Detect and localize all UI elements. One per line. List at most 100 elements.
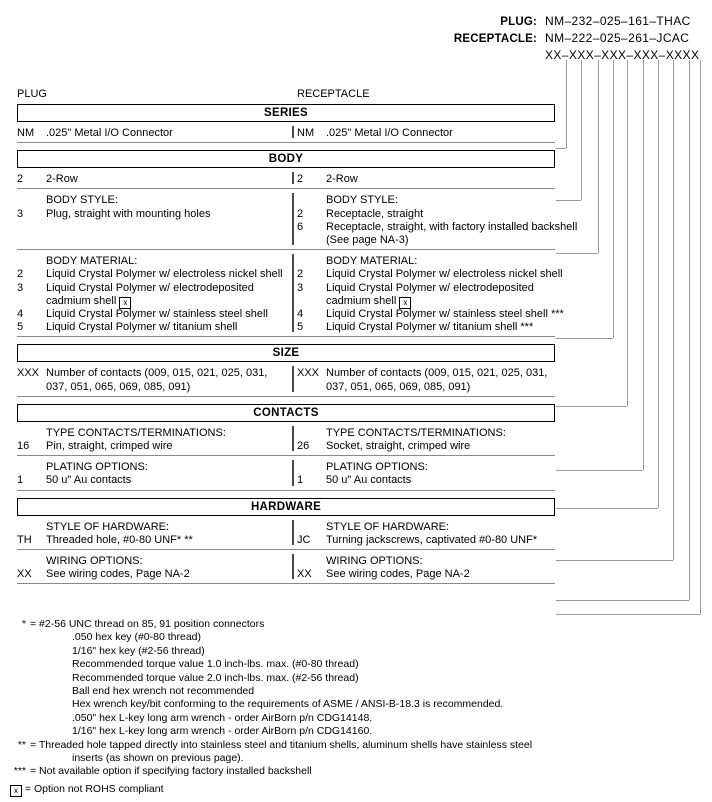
leader-line-horizontal-9: [556, 614, 700, 615]
option-description: Liquid Crystal Polymer w/ titanium shell…: [326, 321, 534, 334]
part-number-header: PLUG: NM–232–025–161–THAC RECEPTACLE: NM…: [0, 14, 712, 65]
part-number-value-receptacle: NM–222–025–261–JCAC: [545, 31, 690, 45]
rohs-xbox-icon: x: [10, 785, 22, 797]
option-description: Liquid Crystal Polymer w/ stainless stee…: [326, 308, 564, 320]
option-code: 2: [297, 207, 304, 220]
option-code: 3: [17, 281, 24, 294]
group-rule: [17, 336, 555, 338]
leader-line-vertical-3: [613, 60, 614, 338]
option-description: 2-Row: [326, 173, 358, 186]
option-description: Liquid Crystal Polymer w/ electrodeposit…: [326, 281, 534, 294]
option-description: Turning jackscrews, captivated #0-80 UNF…: [326, 533, 538, 546]
footnote-text: .050 hex key (#0-80 thread): [72, 631, 201, 644]
column-caption-receptacle: RECEPTACLE: [297, 88, 370, 100]
option-description: Receptacle, straight: [326, 207, 424, 220]
leader-line-vertical-6: [658, 60, 659, 508]
part-number-label-plug: PLUG:: [500, 16, 537, 28]
option-code: TH: [17, 533, 32, 546]
leader-line-vertical-1: [581, 60, 582, 200]
option-code: 16: [17, 440, 30, 452]
leader-line-horizontal-8: [556, 600, 689, 601]
option-description: Liquid Crystal Polymer w/ electrodeposit…: [46, 281, 254, 294]
option-code: 6: [297, 220, 304, 233]
group-rule: [17, 455, 555, 457]
leader-line-horizontal-0: [556, 148, 566, 149]
group-rule: [17, 549, 555, 550]
leader-line-horizontal-7: [556, 560, 673, 561]
part-number-value-template: XX–XXX–XXX–XXX–XXXX: [545, 48, 700, 62]
footnote-text: Ball end hex wrench not recommended: [72, 685, 255, 697]
section-title-series: SERIES: [17, 104, 555, 122]
option-code: XX: [17, 568, 32, 581]
group-heading-right: BODY MATERIAL:: [326, 255, 418, 268]
footnote-mark: *: [21, 618, 26, 630]
column-divider: [292, 254, 294, 333]
option-code: 2: [17, 173, 24, 186]
column-divider: [292, 172, 294, 185]
footnote-mark: **: [17, 738, 26, 751]
group-rule: [17, 395, 555, 397]
option-code: 3: [17, 207, 24, 220]
column-divider: [292, 126, 294, 139]
group-rule: [17, 142, 555, 144]
rohs-xbox-icon: x: [119, 296, 132, 309]
group-rule: [17, 583, 555, 585]
footnote-text: Hex wrench key/bit conforming to the req…: [72, 698, 504, 711]
option-description: 50 u" Au contacts: [326, 474, 412, 487]
leader-line-vertical-2: [598, 60, 599, 253]
section-title-hardware: HARDWARE: [17, 497, 555, 516]
group-heading-right: TYPE CONTACTS/TERMINATIONS:: [326, 426, 506, 439]
option-description: (See page NA-3): [326, 234, 409, 246]
leader-line-horizontal-2: [556, 253, 598, 254]
option-description: 50 u" Au contacts: [46, 474, 132, 487]
footnote-text: = Threaded hole tapped directly into sta…: [30, 738, 533, 751]
leader-line-horizontal-4: [556, 406, 627, 407]
column-caption-plug: PLUG: [17, 88, 47, 100]
group-heading-right: PLATING OPTIONS:: [326, 461, 428, 474]
option-description: Pin, straight, crimped wire: [46, 440, 173, 452]
option-description: Plug, straight with mounting holes: [46, 207, 211, 220]
option-description: See wiring codes, Page NA-2: [326, 568, 470, 581]
footnote-text: = Not available option if specifying fac…: [30, 765, 312, 778]
option-code: JC: [297, 533, 311, 546]
option-code: XX: [297, 568, 312, 581]
group-heading-left: WIRING OPTIONS:: [46, 555, 143, 567]
option-code: NM: [297, 127, 315, 139]
option-code: 4: [17, 308, 24, 320]
option-description: 037, 051, 065, 069, 085, 091): [46, 380, 191, 393]
group-heading-right: WIRING OPTIONS:: [326, 555, 423, 567]
column-divider: [292, 425, 294, 452]
part-number-row-template: XX–XXX–XXX–XXX–XXXX: [0, 48, 712, 65]
leader-line-vertical-8: [689, 60, 690, 600]
part-number-label-receptacle: RECEPTACLE:: [453, 33, 537, 45]
option-description: Threaded hole, #0-80 UNF* **: [46, 533, 193, 546]
footnote-text: = #2-56 UNC thread on 85, 91 position co…: [30, 618, 265, 630]
option-description: Liquid Crystal Polymer w/ electroless ni…: [46, 268, 283, 281]
option-description: Socket, straight, crimped wire: [326, 440, 471, 452]
group-heading-right: STYLE OF HARDWARE:: [326, 520, 450, 533]
footnote-text: Recommended torque value 2.0 inch-lbs. m…: [72, 671, 359, 684]
column-divider: [292, 366, 294, 392]
section-title-contacts: CONTACTS: [17, 403, 555, 422]
part-number-row-receptacle: RECEPTACLE: NM–222–025–261–JCAC: [0, 31, 712, 48]
group-heading-left: STYLE OF HARDWARE:: [46, 520, 170, 533]
leader-line-vertical-9: [700, 60, 701, 614]
option-description: 2-Row: [46, 173, 78, 186]
option-code: NM: [17, 127, 35, 139]
group-rule: [17, 489, 555, 491]
column-divider: [292, 554, 294, 580]
option-description: See wiring codes, Page NA-2: [46, 568, 190, 581]
option-code: 2: [297, 268, 304, 281]
option-code: 5: [17, 321, 24, 334]
option-description: Receptacle, straight, with factory insta…: [326, 220, 578, 233]
option-description: Number of contacts (009, 015, 021, 025, …: [46, 367, 268, 380]
group-heading-left: BODY MATERIAL:: [46, 255, 138, 268]
group-rule: [17, 249, 555, 251]
column-divider: [292, 460, 294, 486]
part-number-row-plug: PLUG: NM–232–025–161–THAC: [0, 14, 712, 31]
leader-line-vertical-7: [673, 60, 674, 560]
column-divider: [292, 193, 294, 246]
leader-line-horizontal-6: [556, 508, 658, 509]
option-description: Liquid Crystal Polymer w/ stainless stee…: [46, 308, 268, 320]
